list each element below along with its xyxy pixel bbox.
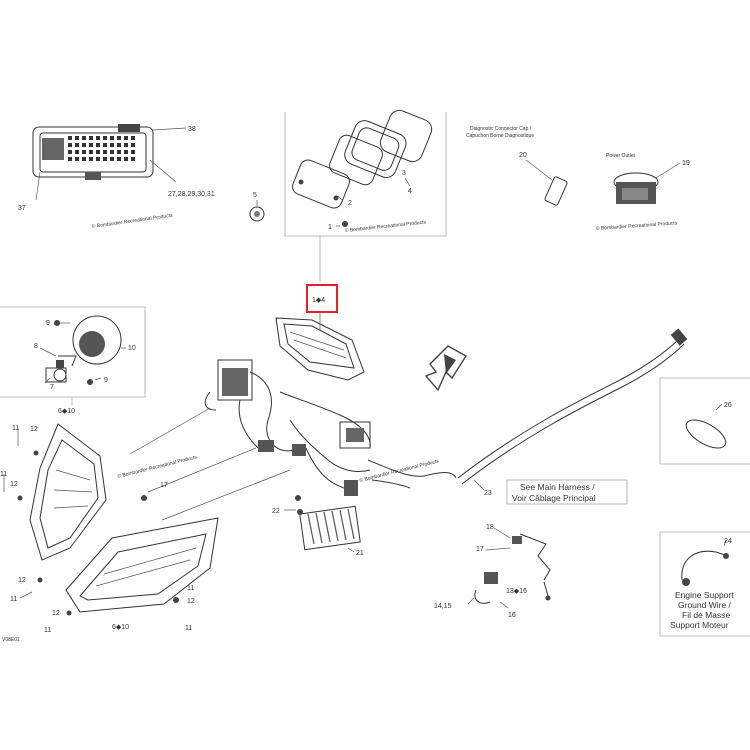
ground-wire[interactable] [681, 550, 729, 586]
callout-1-4: 1◆4 [312, 297, 325, 304]
ground-wire-frame [659, 531, 750, 637]
callout-20: 20 [519, 152, 527, 159]
callout-11: 11 [12, 425, 19, 432]
screw[interactable] [37, 577, 43, 583]
tether-cord[interactable] [512, 533, 551, 601]
voltage-regulator[interactable] [299, 505, 361, 551]
callout-1: 1 [328, 224, 332, 231]
gauge-screw[interactable] [342, 221, 348, 227]
main-harness-note-line-2: Voir Câblage Principal [512, 493, 596, 503]
callout-12: 12 [187, 598, 195, 605]
tether-switch[interactable] [474, 572, 498, 604]
screw[interactable] [295, 495, 301, 501]
callout-24: 24 [724, 538, 732, 545]
screw[interactable] [173, 597, 179, 603]
callout-7: 7 [50, 384, 54, 391]
bulb-retainer[interactable] [58, 355, 77, 367]
callout-5: 5 [253, 192, 257, 199]
callout-12: 12 [18, 577, 26, 584]
screw[interactable] [17, 495, 23, 501]
headlight-reflector[interactable] [72, 315, 122, 365]
callout-9: 9 [46, 320, 50, 327]
callout-2: 2 [348, 200, 352, 207]
gauge-back-cover[interactable] [290, 158, 352, 211]
selected-callout[interactable]: 1◆4 [306, 284, 338, 313]
callout-17: 17 [476, 546, 484, 553]
callout-11: 11 [10, 596, 17, 603]
gauge-cluster-assembly[interactable] [275, 317, 365, 381]
engine-ground-note-line-3: Fil de Masse [682, 610, 730, 620]
callout-8: 8 [34, 343, 38, 350]
diagnostic-cap-note: Capuchon Borne Diagnostique [466, 133, 534, 139]
callout-14-15: 14,15 [434, 603, 452, 610]
callout-19: 19 [682, 160, 690, 167]
watermark: © Bombardier Recreational Products [117, 453, 198, 480]
screw[interactable] [297, 509, 303, 515]
right-headlight-housing[interactable] [65, 517, 219, 613]
callout-11: 11 [185, 625, 192, 632]
screw[interactable] [66, 610, 72, 616]
callout-11: 11 [44, 627, 51, 634]
engine-ground-note-line-4: Support Moteur [670, 620, 729, 630]
handlebar-harness[interactable] [204, 359, 457, 496]
engine-ground-note-line-2: Ground Wire / [678, 600, 732, 610]
watermark: © Bombardier Recreational Products [344, 218, 426, 234]
callout-38: 38 [188, 126, 196, 133]
callout-10: 10 [128, 345, 136, 352]
engine-ground-note-line-1: Engine Support [675, 590, 734, 600]
figure-code: V08E01 [2, 637, 20, 643]
headlight-bulb-frame [0, 306, 146, 398]
accessory-harness[interactable] [457, 328, 688, 485]
callout-13-16: 13◆16 [506, 588, 527, 595]
screw[interactable] [87, 379, 93, 385]
callout-22: 22 [272, 508, 280, 515]
power-outlet-note: Power Outlet [606, 153, 636, 159]
callout-16: 16 [508, 612, 516, 619]
screw[interactable] [141, 495, 147, 501]
wire-loop[interactable] [682, 414, 730, 453]
gauge-assembly-frame [284, 112, 447, 237]
callout-21: 21 [356, 550, 364, 557]
callout-6-10: 6◆10 [112, 624, 129, 631]
ecu-module[interactable] [32, 124, 154, 180]
callout-12: 12 [52, 610, 60, 617]
diagnostic-connector-cap[interactable] [544, 176, 568, 206]
callout-4: 4 [408, 188, 412, 195]
callout-6-10: 6◆10 [58, 408, 75, 415]
loop-detail-frame [659, 377, 750, 465]
callout-12: 12 [30, 426, 38, 433]
callout-12: 12 [10, 481, 18, 488]
callout-3: 3 [402, 170, 406, 177]
screw[interactable] [54, 320, 60, 326]
callout-18: 18 [486, 524, 494, 531]
screw[interactable] [33, 450, 39, 456]
callout-11: 11 [0, 471, 7, 478]
callout-9: 9 [104, 377, 108, 384]
callout-23: 23 [484, 490, 492, 497]
left-headlight-housing[interactable] [29, 423, 107, 561]
diagnostic-cap-note: Diagnostic Connector Cap / [470, 126, 532, 132]
bulb-socket[interactable] [249, 206, 265, 222]
main-harness-note-line-1: See Main Harness / [520, 482, 595, 492]
callout-11: 11 [187, 585, 194, 592]
watermark: © Bombardier Recreational Products [91, 212, 173, 230]
power-outlet[interactable] [613, 172, 659, 204]
gauge-lens[interactable] [342, 118, 409, 181]
callout-26: 26 [724, 402, 732, 409]
gauge-gasket[interactable] [377, 107, 434, 164]
direction-arrow [424, 345, 467, 392]
callout-27-31: 27,28,29,30,31 [168, 191, 215, 198]
watermark: © Bombardier Recreational Products [596, 219, 678, 232]
headlight-bulb[interactable] [45, 360, 67, 383]
main-harness-note: See Main Harness / Voir Câblage Principa… [506, 479, 628, 505]
callout-37: 37 [18, 205, 26, 212]
